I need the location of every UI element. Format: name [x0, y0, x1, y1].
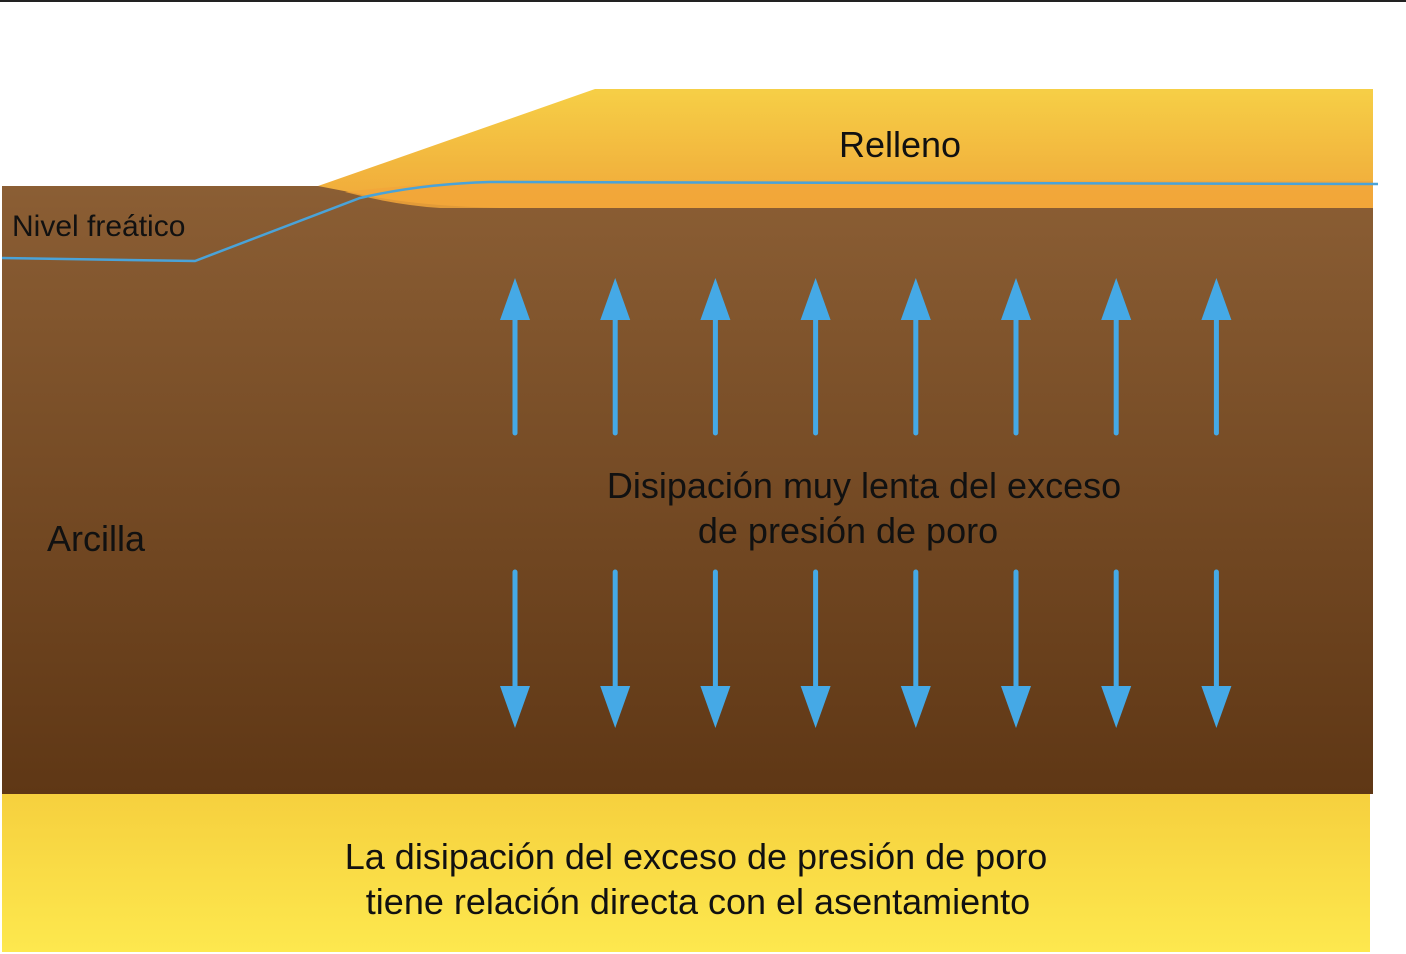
upward-arrow: [500, 278, 530, 436]
downward-arrow: [900, 569, 931, 728]
water-table-line: [1, 180, 1379, 263]
top-border: [0, 0, 1406, 2]
upward-arrow: [900, 278, 931, 436]
upward-arrow: [600, 278, 631, 436]
upward-arrow: [1201, 278, 1232, 436]
clay-layer: [2, 186, 1373, 794]
upward-arrow: [1001, 278, 1031, 436]
downward-arrow: [800, 569, 831, 728]
downward-arrow: [500, 569, 530, 728]
clay-label: Arcilla: [47, 518, 146, 559]
upward-arrow: [1101, 278, 1132, 436]
dissipation-text-line-2: de presión de poro: [698, 510, 998, 551]
fill-label: Relleno: [839, 124, 961, 165]
downward-arrow: [700, 569, 731, 728]
dissipation-text-line-1: Disipación muy lenta del exceso: [607, 465, 1121, 506]
downward-arrow: [1101, 569, 1132, 728]
upward-arrows: [500, 278, 1232, 436]
bottom-text-line-2: tiene relación directa con el asentamien…: [366, 881, 1030, 922]
downward-arrows: [500, 569, 1232, 728]
downward-arrow: [600, 569, 631, 728]
upward-arrow: [800, 278, 831, 436]
fill-layer: [318, 89, 1373, 208]
bottom-text-line-1: La disipación del exceso de presión de p…: [345, 836, 1047, 877]
fill-lower-band: [345, 181, 1373, 208]
water-table-label: Nivel freático: [12, 210, 185, 243]
downward-arrow: [1001, 569, 1031, 728]
upward-arrow: [700, 278, 731, 436]
downward-arrow: [1201, 569, 1232, 728]
base-sand-layer: [2, 794, 1370, 952]
